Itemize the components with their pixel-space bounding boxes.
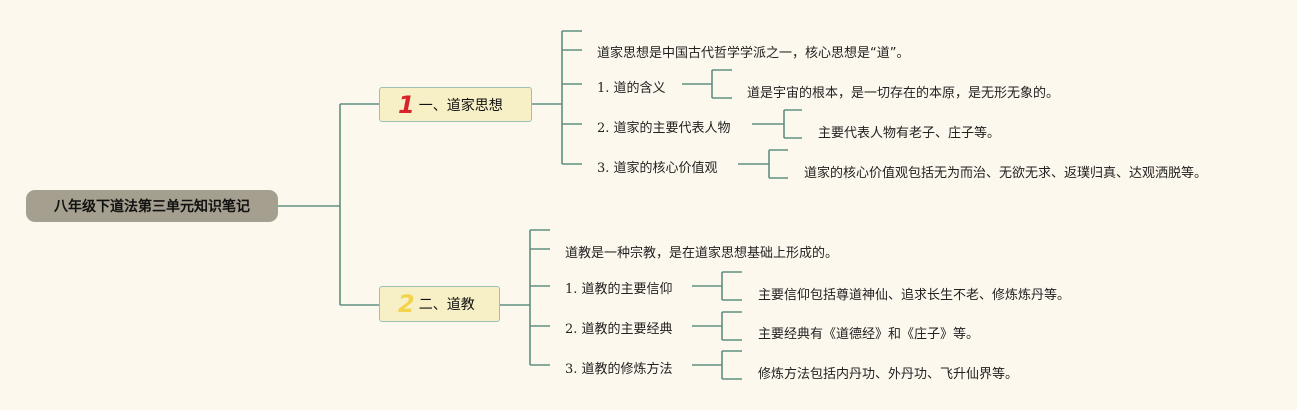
branch-number-2: 2 bbox=[398, 290, 415, 318]
connector-b1-item1 bbox=[682, 69, 732, 99]
branch-label-1: 一、道家思想 bbox=[418, 97, 503, 114]
branch1-item-2[interactable]: 2. 道家的主要代表人物 bbox=[597, 121, 731, 136]
branch2-item-2-detail[interactable]: 主要经典有《道德经》和《庄子》等。 bbox=[758, 327, 980, 342]
branch1-item-1[interactable]: 1. 道的含义 bbox=[597, 81, 666, 96]
connector-b2-item1 bbox=[692, 271, 742, 301]
root-node[interactable]: 八年级下道法第三单元知识笔记 bbox=[26, 190, 278, 222]
branch1-item-3-detail[interactable]: 道家的核心价值观包括无为而治、无欲无求、返璞归真、达观洒脱等。 bbox=[804, 166, 1208, 181]
root-label: 八年级下道法第三单元知识笔记 bbox=[54, 199, 250, 215]
connector-b1-item3 bbox=[738, 149, 788, 179]
branch2-item-1[interactable]: 1. 道教的主要信仰 bbox=[565, 282, 673, 297]
branch1-item-1-detail[interactable]: 道是宇宙的根本，是一切存在的本原，是无形无象的。 bbox=[747, 86, 1060, 101]
connector-branch2 bbox=[500, 229, 550, 366]
branch2-item-1-detail[interactable]: 主要信仰包括尊道神仙、追求长生不老、修炼炼丹等。 bbox=[758, 288, 1071, 303]
branch-node-1[interactable]: 1 一、道家思想 bbox=[379, 87, 532, 122]
connector-b1-item2 bbox=[752, 109, 802, 139]
branch-label-2: 二、道教 bbox=[418, 297, 475, 313]
branch1-intro[interactable]: 道家思想是中国古代哲学学派之一，核心思想是“道”。 bbox=[597, 46, 910, 61]
connector-branch1 bbox=[532, 30, 582, 165]
branch-node-2[interactable]: 2 二、道教 bbox=[379, 286, 500, 322]
branch2-intro[interactable]: 道教是一种宗教，是在道家思想基础上形成的。 bbox=[565, 246, 839, 261]
branch2-item-3-detail[interactable]: 修炼方法包括内丹功、外丹功、飞升仙界等。 bbox=[758, 367, 1019, 382]
branch2-item-2[interactable]: 2. 道教的主要经典 bbox=[565, 322, 673, 337]
branch2-item-3[interactable]: 3. 道教的修炼方法 bbox=[565, 362, 673, 377]
branch-number-1: 1 bbox=[398, 90, 415, 119]
connector-b2-item3 bbox=[692, 350, 742, 380]
connector-b2-item2 bbox=[692, 311, 742, 341]
branch1-item-3[interactable]: 3. 道家的核心价值观 bbox=[597, 161, 718, 176]
connector-root-branches bbox=[278, 103, 379, 306]
branch1-item-2-detail[interactable]: 主要代表人物有老子、庄子等。 bbox=[818, 126, 1001, 141]
